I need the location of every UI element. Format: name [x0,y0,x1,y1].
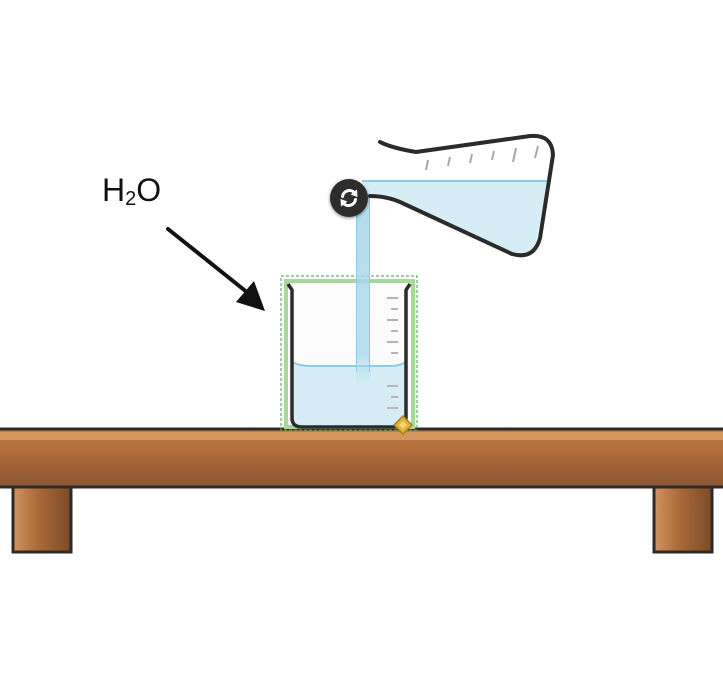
table-top [0,427,723,489]
rotate-icon [340,189,358,207]
molecule-label: H2O [102,172,162,209]
molecule-label-main: H [102,172,126,208]
table-leg-left [11,482,73,554]
table-leg-right [652,482,714,554]
resize-handle-icon [393,415,413,435]
beaker-selection-box[interactable] [280,275,418,431]
resize-handle[interactable] [393,415,413,435]
water-stream [356,186,370,386]
molecule-label-end: O [136,172,162,208]
pouring-flask[interactable] [362,133,555,258]
rotate-button[interactable] [330,179,368,217]
beaker[interactable] [284,279,415,429]
flask-graduations [425,145,539,171]
beaker-graduations [387,297,398,409]
molecule-label-subscript: 2 [125,188,137,210]
arrow-icon [166,227,265,311]
